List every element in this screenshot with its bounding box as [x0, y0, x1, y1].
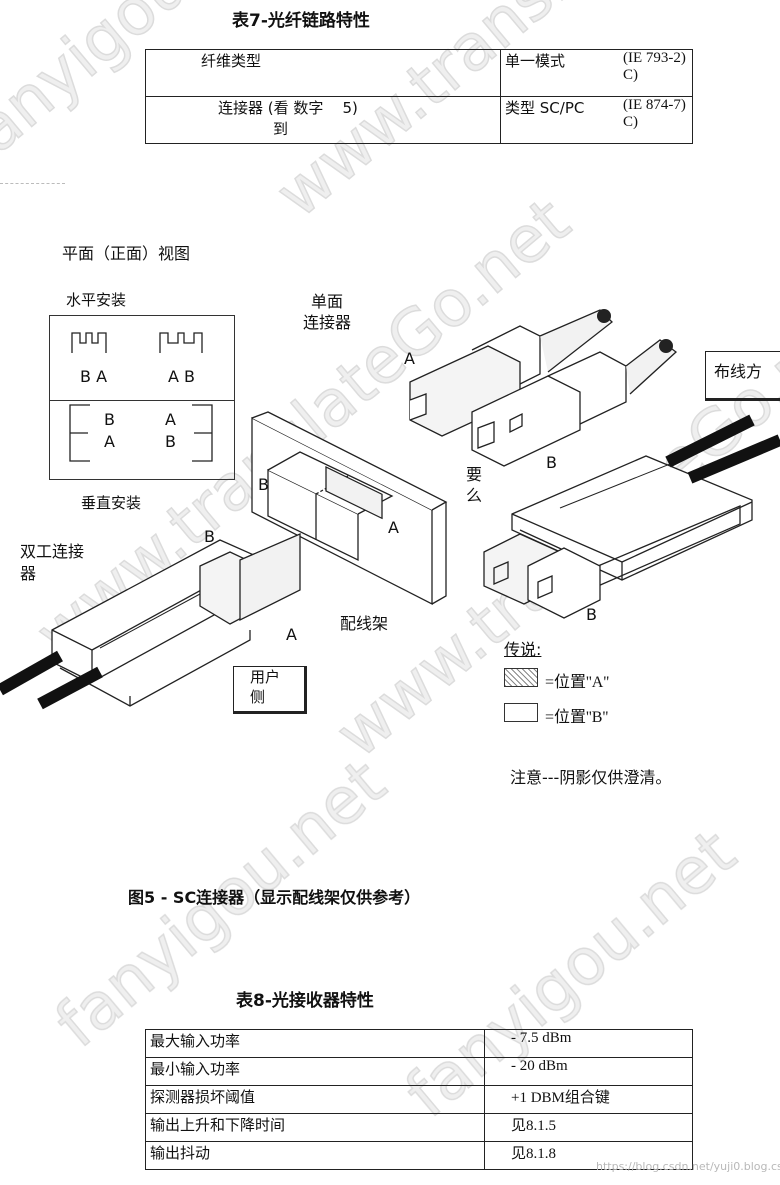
table8-title: 表8-光接收器特性 — [236, 991, 374, 1011]
table8: 最大输入功率 - 7.5 dBm 最小输入功率 - 20 dBm 探测器损坏阈值… — [145, 1029, 693, 1170]
footer-url-watermark: https://blog.csdn.net/yuji0.blog.csdn.ne… — [596, 1160, 780, 1173]
label-b: B — [586, 605, 597, 624]
table-cell: (IE 793-2)C) — [619, 49, 693, 97]
sc-connector-figure: A B B A B A B — [0, 309, 780, 710]
plane-view-label: 平面（正面）视图 — [62, 244, 191, 263]
label-a: A — [286, 625, 297, 644]
table7: 纤维类型 单一模式 (IE 793-2)C) 连接器 (看 数字 5)到 类型 … — [145, 49, 693, 144]
h-left-label: B A — [80, 367, 108, 386]
label-a: A — [404, 349, 415, 368]
simplex-connector-label: 单面连接器 — [303, 292, 352, 332]
horizontal-mount-label: 水平安装 — [66, 291, 127, 309]
table-row: 输出上升和下降时间 见8.1.5 — [145, 1113, 693, 1142]
legend-swatch-a — [504, 668, 538, 687]
divider-stub — [0, 183, 65, 184]
label-a: A — [388, 518, 399, 537]
table-row: 输出抖动 见8.1.8 — [145, 1141, 693, 1170]
label-b: B — [204, 527, 215, 546]
table-cell: - 7.5 dBm — [484, 1029, 693, 1058]
user-side-box: 用户侧 — [233, 666, 307, 714]
v-left-label-b: B — [104, 410, 115, 429]
figure-caption: 图5 - SC连接器（显示配线架仅供参考） — [128, 888, 421, 907]
table-row: 最小输入功率 - 20 dBm — [145, 1057, 693, 1086]
table-cell: 单一模式 — [500, 49, 619, 97]
table-cell: - 20 dBm — [484, 1057, 693, 1086]
table-row: 最大输入功率 - 7.5 dBm — [145, 1029, 693, 1058]
duplex-connector-label: 双工连接器 — [20, 542, 85, 583]
table-cell: 见8.1.8 — [484, 1141, 693, 1170]
label-b: B — [546, 453, 557, 472]
table-cell: 纤维类型 — [145, 49, 501, 97]
v-right-label-b: B — [165, 432, 176, 451]
table-cell: 最小输入功率 — [145, 1057, 485, 1086]
v-left-label-a: A — [104, 432, 115, 451]
legend-swatch-b — [504, 703, 538, 722]
wiring-side-box: 布线方 — [705, 351, 780, 401]
table-cell: 输出抖动 — [145, 1141, 485, 1170]
table-row: 纤维类型 单一模式 (IE 793-2)C) — [145, 49, 693, 97]
table-cell: (IE 874-7)C) — [619, 96, 693, 144]
table-cell: 最大输入功率 — [145, 1029, 485, 1058]
table-cell: 类型 SC/PC — [500, 96, 619, 144]
table-cell: 输出上升和下降时间 — [145, 1113, 485, 1142]
table7-title: 表7-光纤链路特性 — [232, 11, 370, 31]
table-cell: +1 DBM组合键 — [484, 1085, 693, 1114]
label-b: B — [258, 475, 269, 494]
patch-panel-label: 配线架 — [340, 614, 389, 633]
legend-a-label: =位置''A'' — [545, 674, 610, 691]
either-or-label: 要么 — [466, 465, 483, 505]
table-row: 探测器损坏阈值 +1 DBM组合键 — [145, 1085, 693, 1114]
h-right-label: A B — [168, 367, 196, 386]
legend-b-label: =位置''B'' — [545, 709, 609, 726]
shading-note: 注意---阴影仅供澄清。 — [510, 768, 672, 787]
v-right-label-a: A — [165, 410, 176, 429]
legend-title: 传说: — [504, 640, 542, 659]
front-view-panel — [49, 315, 235, 480]
table-cell: 探测器损坏阈值 — [145, 1085, 485, 1114]
table-row: 连接器 (看 数字 5)到 类型 SC/PC (IE 874-7)C) — [145, 96, 693, 144]
vertical-mount-label: 垂直安装 — [81, 494, 142, 512]
table-cell: 见8.1.5 — [484, 1113, 693, 1142]
panel-divider — [50, 400, 234, 401]
table-cell: 连接器 (看 数字 5)到 — [145, 96, 501, 144]
